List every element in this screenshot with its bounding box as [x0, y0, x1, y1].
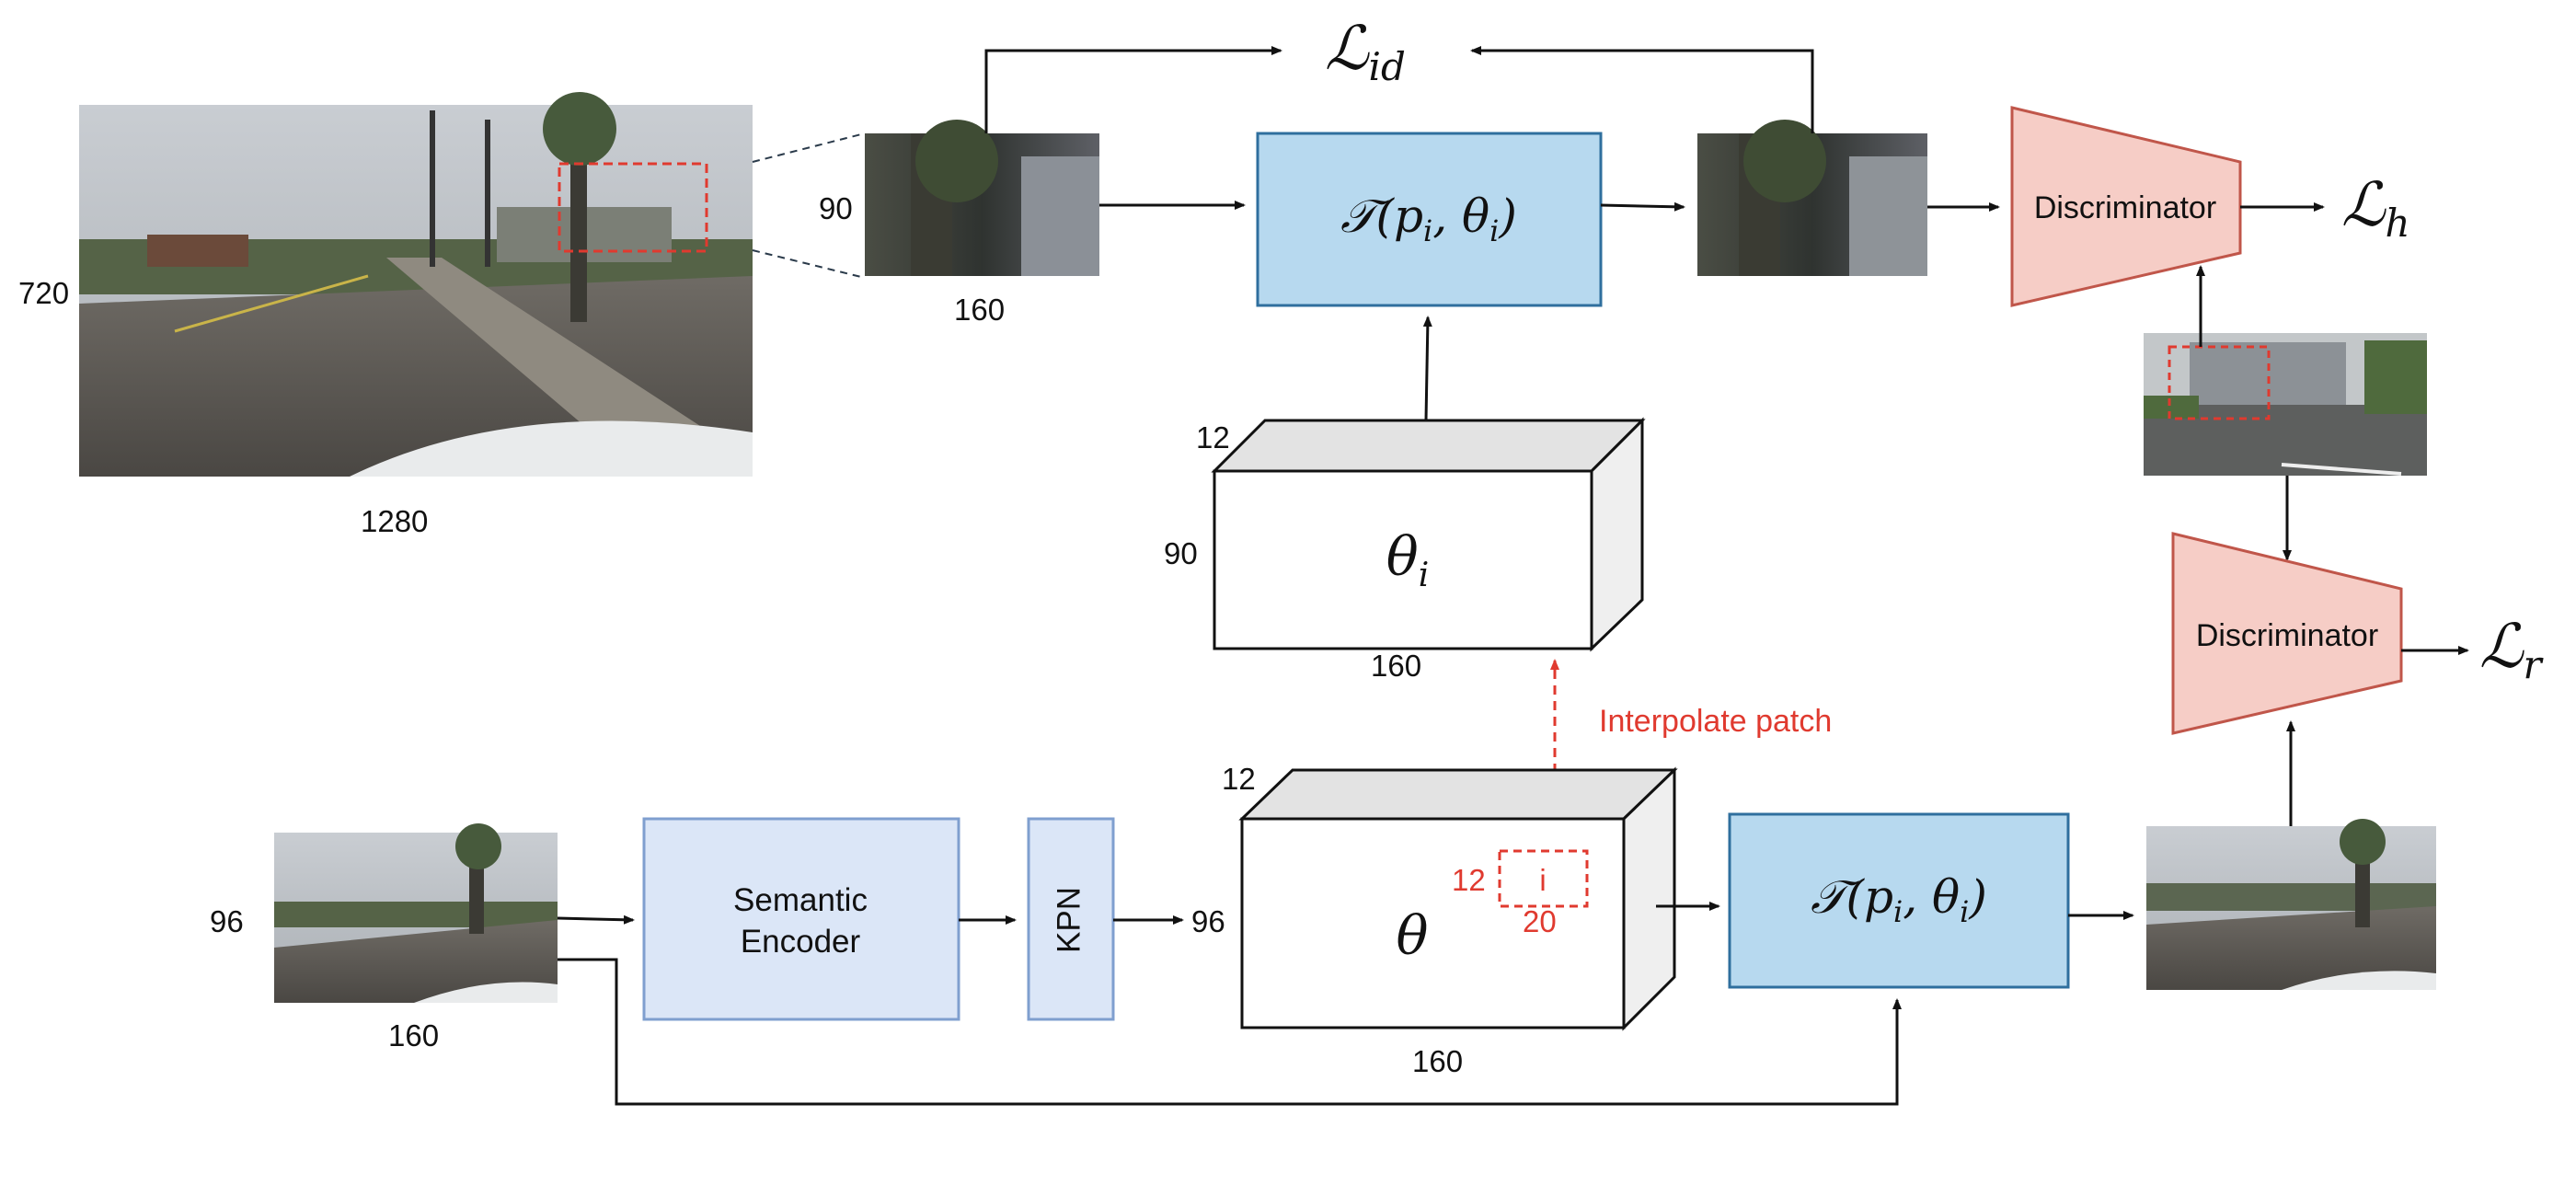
semantic-encoder-box: [642, 817, 960, 1021]
theta-patch-label: i: [1539, 863, 1546, 897]
top-patch-image: [865, 120, 1099, 276]
theta-i-depth-label: 12: [1196, 420, 1230, 454]
transform-top-label: 𝒯(pi, θi): [1340, 190, 1517, 248]
input-lowres-image: [274, 823, 558, 1003]
arrow-input-to-transform-bottom: [558, 958, 1902, 1106]
theta-depth-label: 12: [1222, 762, 1256, 796]
kpn-label: KPN: [1051, 887, 1087, 953]
source-height-label: 720: [18, 276, 69, 310]
input-width-label: 160: [388, 1018, 439, 1052]
theta-i-tensor: [1211, 417, 1646, 652]
arrow-patch-to-loss-id: [984, 46, 1282, 133]
output-image: [2146, 819, 2436, 990]
theta-i-label: θi: [1386, 525, 1429, 594]
semantic-encoder-line2: Encoder: [741, 924, 861, 960]
discriminator-top-label: Discriminator: [2034, 190, 2216, 225]
theta-patch-height-label: 12: [1452, 863, 1486, 897]
transform-top-box: [1256, 132, 1603, 307]
theta-width-label: 160: [1412, 1044, 1463, 1078]
zoom-guide-top: [752, 132, 866, 163]
transform-bottom-label: 𝒯(pi, θi): [1811, 870, 1987, 929]
arrow-output-to-loss-id: [1470, 46, 1814, 133]
arrow-input-to-encoder: [557, 914, 635, 925]
patch-top-height-label: 90: [819, 191, 853, 225]
transform-bottom-box: [1728, 812, 2070, 989]
crop-region-marker: [558, 162, 708, 253]
arrow-transform-to-output: [1600, 201, 1685, 212]
kpn-box: [1027, 817, 1115, 1021]
real-crop-marker: [2168, 345, 2271, 420]
theta-patch-marker: [1498, 849, 1589, 908]
zoom-guide-bottom: [752, 249, 866, 279]
theta-patch-width-label: 20: [1523, 904, 1557, 938]
patch-top-width-label: 160: [954, 293, 1005, 327]
arrow-theta-i-to-transform: [1422, 316, 1432, 421]
theta-i-width-label: 160: [1371, 649, 1421, 683]
discriminator-bottom-label: Discriminator: [2196, 618, 2378, 653]
theta-label: θ: [1397, 904, 1429, 967]
input-height-label: 96: [210, 904, 244, 938]
output-patch-image: [1697, 120, 1927, 276]
theta-tensor: [1238, 766, 1678, 1031]
discriminator-top-shape: [2010, 106, 2242, 307]
loss-id-label: ℒid: [1325, 13, 1406, 89]
theta-height-label: 96: [1191, 904, 1225, 938]
loss-h-label: ℒh: [2341, 169, 2410, 246]
real-image: [2144, 333, 2427, 476]
interpolate-label: Interpolate patch: [1599, 704, 1832, 739]
semantic-encoder-line1: Semantic: [733, 882, 868, 918]
discriminator-bottom-shape: [2171, 532, 2403, 735]
theta-i-height-label: 90: [1164, 536, 1198, 570]
source-width-label: 1280: [361, 504, 428, 538]
source-frame-image: [79, 92, 753, 477]
loss-r-label: ℒr: [2479, 611, 2545, 687]
